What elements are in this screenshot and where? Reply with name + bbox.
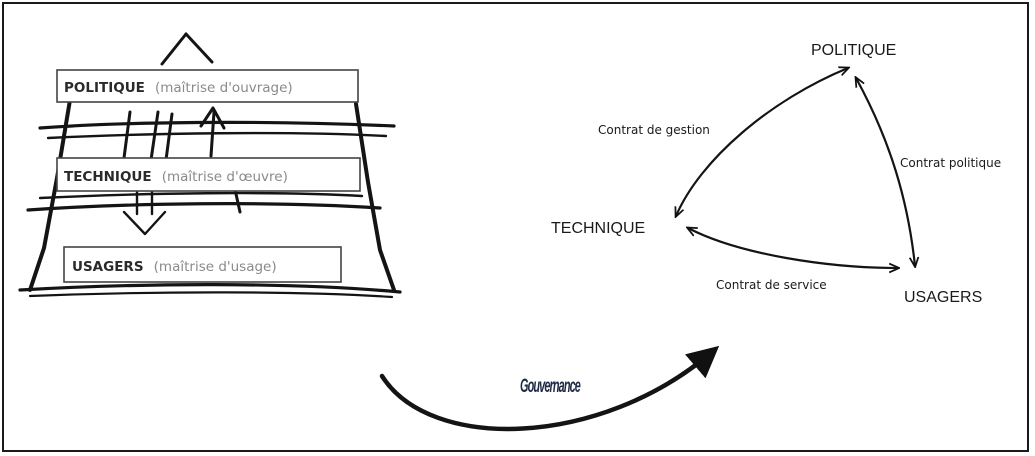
pyramid-sketch: [18, 32, 402, 299]
transition-label: Gouvernance: [520, 376, 581, 397]
level-usagers-detail: (maîtrise d'usage): [154, 259, 277, 275]
stroke-5: [18, 283, 402, 294]
edge-technique-usagers: [688, 228, 898, 268]
contract-triangle: [676, 68, 915, 268]
mark-2: [149, 110, 160, 162]
node-usagers: USAGERS: [904, 289, 982, 306]
stroke-2: [46, 131, 388, 140]
up-arrow-shaft: [209, 110, 216, 158]
stroke-4: [38, 191, 364, 200]
level-technique-detail: (maîtrise d'œuvre): [162, 169, 288, 185]
edge-label-politique: Contrat politique: [900, 156, 1001, 170]
edge-label-gestion: Contrat de gestion: [598, 123, 710, 137]
down-arrow-head: [122, 210, 167, 236]
svg-text:TECHNIQUE (maîtrise d'œu: TECHNIQUE (maîtrise d'œuvre): [64, 166, 288, 185]
stroke-1: [38, 120, 396, 130]
level-politique-detail: (maîtrise d'ouvrage): [155, 80, 293, 96]
mark-3: [164, 112, 174, 162]
level-technique-title: TECHNIQUE: [64, 169, 152, 185]
pyramid-right-side: [354, 102, 396, 292]
level-politique-title: POLITIQUE: [64, 80, 145, 96]
svg-text:POLITIQUE (maîtrise d'ou: POLITIQUE (maîtrise d'ouvrage): [64, 77, 293, 96]
level-box-usagers: USAGERS (maîtrise d'usage): [63, 246, 342, 283]
pyramid-apex-right: [184, 32, 214, 64]
pyramid-apex-left: [160, 32, 188, 66]
up-arrow-head: [199, 106, 226, 130]
node-politique: POLITIQUE: [811, 42, 896, 59]
mark-1: [122, 110, 132, 160]
edge-label-service: Contrat de service: [716, 278, 827, 292]
pyramid-left-side: [28, 98, 72, 292]
level-box-technique: TECHNIQUE (maîtrise d'œuvre): [56, 157, 361, 192]
edge-politique-usagers: [856, 78, 915, 266]
level-box-politique: POLITIQUE (maîtrise d'ouvrage): [56, 69, 359, 103]
transition-arrow: [379, 345, 720, 432]
level-usagers-title: USAGERS: [72, 259, 144, 275]
svg-text:USAGERS (maîtrise d'usag: USAGERS (maîtrise d'usage): [72, 256, 277, 275]
stroke-6: [28, 291, 394, 299]
node-technique: TECHNIQUE: [551, 220, 645, 237]
stroke-3: [26, 202, 382, 212]
edge-technique-politique: [676, 68, 848, 216]
